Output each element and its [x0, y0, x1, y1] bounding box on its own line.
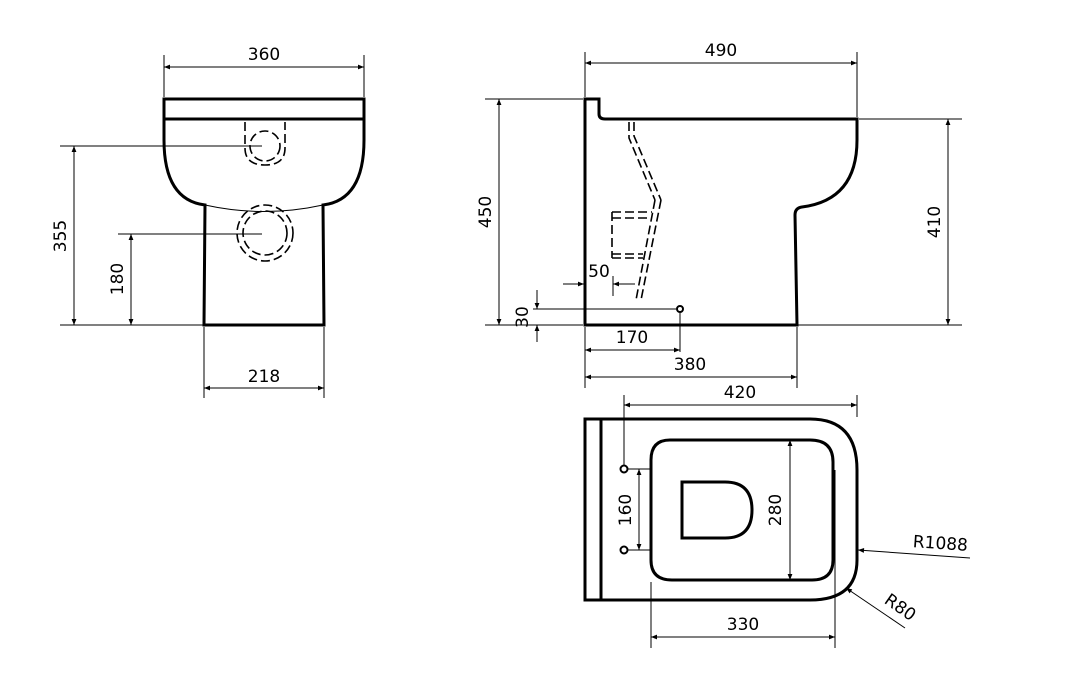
dim-top-depth: 420: [724, 383, 756, 403]
outlet-hidden: [236, 204, 294, 262]
side-outline: [583, 97, 859, 327]
inlet-hidden: [244, 122, 286, 166]
dim-side-depth: 490: [705, 41, 737, 61]
dim-rim-height: 410: [925, 206, 945, 238]
seat-rim: [162, 97, 366, 121]
dim-inner-width: 280: [766, 494, 786, 526]
dim-base-width: 218: [248, 367, 280, 387]
fixing-point: [676, 305, 684, 313]
dim-outlet-height: 180: [108, 263, 128, 295]
hinge-hole-top: [619, 464, 629, 474]
dim-hinge-spacing: 160: [616, 494, 636, 526]
bowl-outline: [162, 119, 366, 327]
top-view: 420 160 280 330 R1088 R80: [583, 383, 971, 648]
side-view: 490 450 410 50 30 170 380: [476, 41, 962, 388]
front-view: 360 355 180 218: [51, 45, 366, 398]
hinge-hole-bottom: [619, 545, 629, 555]
dim-fixing-distance: 170: [616, 328, 648, 348]
dim-inner-length: 330: [727, 615, 759, 635]
dim-base-depth: 380: [674, 355, 706, 375]
bowl-aperture: [680, 480, 754, 540]
top-outline: [583, 417, 859, 602]
radius-corner-label: R80: [880, 590, 919, 626]
dim-inlet-height: 355: [51, 220, 71, 252]
dim-fixing-height: 30: [513, 306, 533, 328]
dim-total-height: 450: [476, 196, 496, 228]
radius-side-label: R1088: [912, 532, 968, 556]
seat-opening: [649, 438, 835, 582]
dim-front-width: 360: [248, 45, 280, 65]
dim-outlet-offset: 50: [588, 262, 610, 282]
